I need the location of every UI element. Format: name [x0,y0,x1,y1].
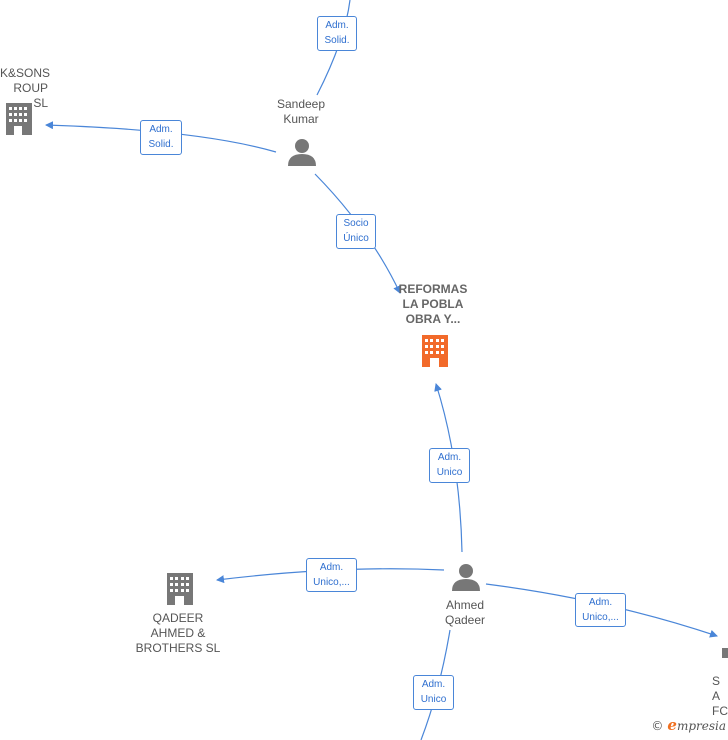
copyright-symbol: © [651,719,664,733]
building-icon [6,103,32,135]
company-label-qadeer-brothers[interactable]: QADEER AHMED & BROTHERS SL [135,611,221,655]
company-label-reformas[interactable]: REFORMAS LA POBLA OBRA Y... [398,282,468,326]
edge-label-ahmed-to-right[interactable]: Adm. Unico,... [575,593,626,627]
edge-label-bottom-to-ahmed[interactable]: Adm. Unico [413,675,454,710]
building-icon [422,335,448,367]
company-label-right[interactable]: S A FC [712,674,728,718]
brand-name: mpresia [676,719,726,733]
edge-label-ahmed-to-reformas[interactable]: Adm. Unico [429,448,470,483]
edge-label-sandeep-to-reformas[interactable]: Socio Único [336,214,376,249]
building-icon [167,573,193,605]
person-label-ahmed[interactable]: Ahmed Qadeer [444,598,486,627]
building-icon [722,648,728,658]
edge-label-sandeep-to-kandsons[interactable]: Adm. Solid. [140,120,182,155]
brand-initial: e [667,716,677,734]
person-label-sandeep[interactable]: Sandeep Kumar [276,97,326,126]
person-icon [452,564,480,591]
edge-label-top-to-sandeep[interactable]: Adm. Solid. [317,16,357,51]
company-label-kandsons[interactable]: K&SONS ROUP SL [0,66,51,110]
edge-label-ahmed-to-qadeer[interactable]: Adm. Unico,... [306,558,357,592]
person-icon [288,139,316,166]
empresia-watermark: ©empresia [651,716,726,734]
